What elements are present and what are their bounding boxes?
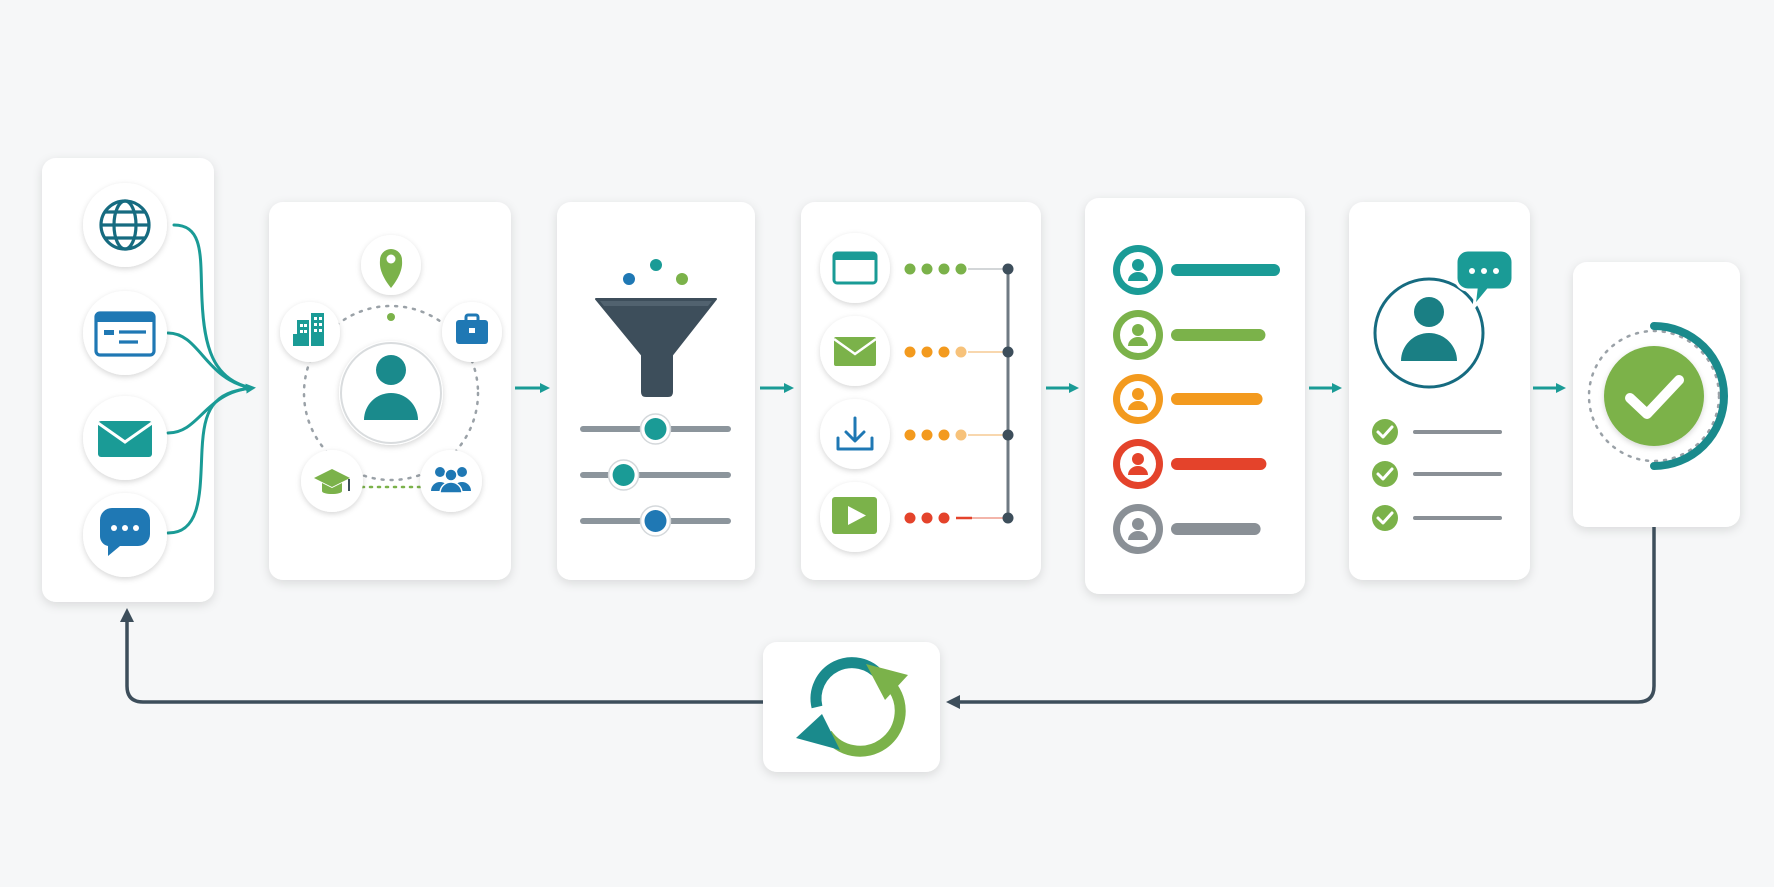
slider-knob [612, 464, 635, 486]
person-icon [1132, 259, 1144, 271]
building-node [280, 302, 340, 362]
check-mark [1376, 467, 1394, 481]
score-row-teal [1113, 245, 1280, 295]
download-icon [836, 416, 874, 451]
engagement-dots-email [904, 346, 1004, 358]
engagement-dots-video [904, 512, 1004, 524]
person-icon-body [1128, 466, 1148, 475]
chat-icon [99, 508, 150, 556]
location-pin-icon [379, 249, 403, 288]
person-icon [1132, 518, 1144, 530]
briefcase-node [442, 302, 502, 362]
check-mark [1376, 511, 1394, 525]
lead-score-list [1113, 245, 1280, 554]
slider-knob [644, 510, 667, 532]
filter-slider [580, 459, 731, 491]
source-connectors [166, 223, 256, 535]
handoff-person-node [1373, 277, 1485, 389]
checkmark-icon [1625, 375, 1684, 419]
globe-source-node [83, 183, 167, 267]
checklist-item [1372, 505, 1502, 531]
web-form-icon [94, 311, 156, 357]
score-row-orange [1113, 374, 1263, 424]
loop-return-line [946, 527, 1656, 709]
check-circle-icon [1372, 505, 1398, 531]
email-source-node [83, 396, 167, 480]
person-icon-body [1128, 531, 1148, 540]
engagement-row-download [820, 399, 1014, 469]
engagement-dots-browser [904, 263, 1004, 275]
conversion-progress-arc [1650, 322, 1728, 470]
handoff-chat-bubble [1454, 248, 1515, 312]
checklist-item [1372, 461, 1502, 487]
person-icon [364, 355, 418, 420]
engagement-row-browser [820, 233, 1014, 303]
chat-source-node [83, 493, 167, 577]
slider-knob [644, 418, 667, 440]
chat-icon [1469, 268, 1499, 274]
person-icon [1401, 297, 1457, 361]
pin-dot [387, 313, 395, 321]
globe-icon [99, 199, 151, 251]
check-mark [1376, 425, 1394, 439]
group-node [420, 450, 482, 512]
engagement-dots-download [904, 429, 1004, 441]
group-icon [431, 467, 471, 494]
funnel-particles [623, 259, 688, 285]
score-row-gray [1113, 504, 1261, 554]
email-icon [97, 421, 153, 457]
engagement-row-email [820, 316, 1014, 386]
engagement-row-video [820, 482, 1014, 552]
loop-to-sources-line [120, 608, 763, 704]
email-icon [833, 337, 877, 366]
building-icon [293, 313, 324, 346]
location-node [361, 235, 421, 295]
person-icon-body [1128, 337, 1148, 346]
score-row-green [1113, 310, 1266, 360]
person-icon [1132, 324, 1144, 336]
browser-icon [832, 251, 878, 285]
education-node [301, 450, 363, 512]
conversion-node [1604, 346, 1704, 446]
person-icon-body [1128, 272, 1148, 281]
filter-sliders [580, 413, 731, 537]
web-form-source-node [83, 291, 167, 375]
person-icon [1132, 453, 1144, 465]
filter-slider [580, 413, 731, 445]
profile-orbit [302, 304, 480, 482]
funnel-icon [595, 298, 717, 397]
person-icon-body [1128, 401, 1148, 410]
refresh-icon [796, 657, 908, 757]
handoff-checklist [1372, 419, 1502, 531]
check-circle-icon [1372, 461, 1398, 487]
person-icon [1132, 388, 1144, 400]
filter-slider [580, 505, 731, 537]
graduation-cap-icon [314, 469, 350, 494]
card-lead-sources [42, 158, 214, 602]
briefcase-icon [456, 313, 488, 344]
conversion-dashed-ring [1587, 329, 1721, 463]
video-icon [832, 497, 877, 534]
check-circle-icon [1372, 419, 1398, 445]
checklist-item [1372, 419, 1502, 445]
profile-center-node [339, 341, 443, 445]
score-row-red [1113, 439, 1267, 489]
